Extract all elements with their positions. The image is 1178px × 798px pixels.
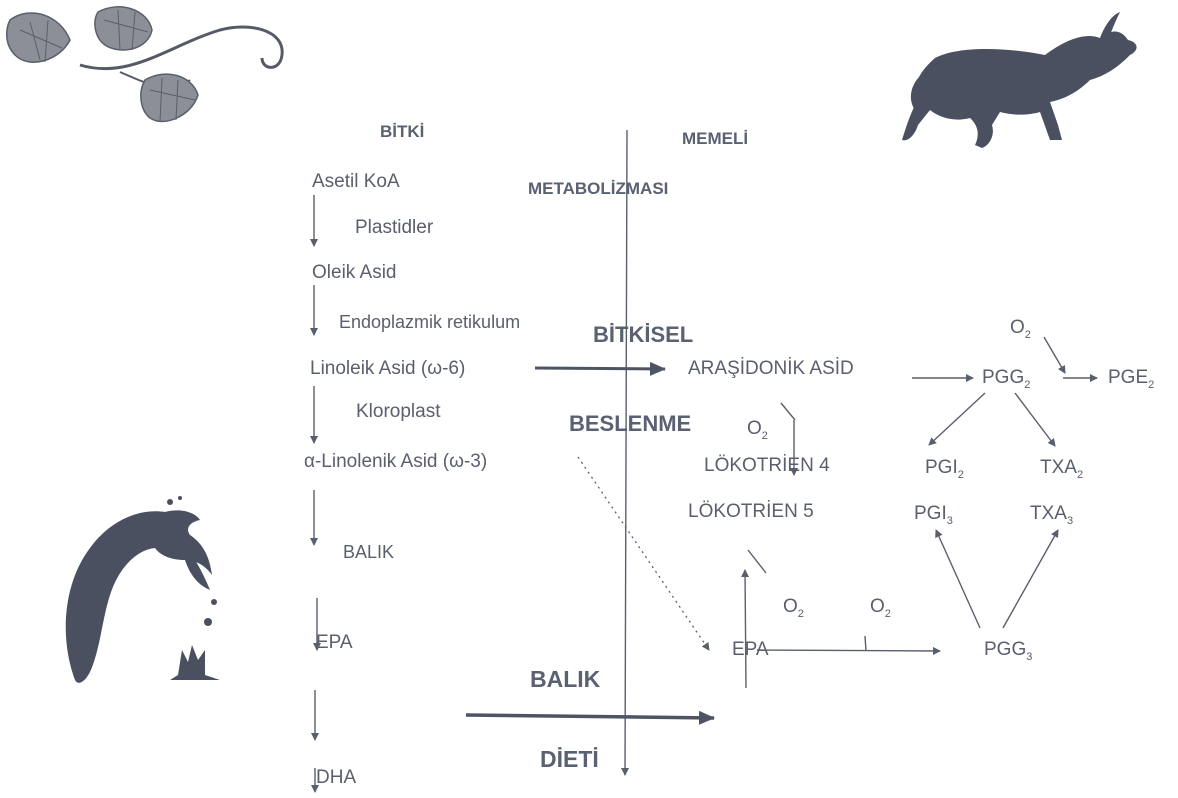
divider-arrow [625, 130, 627, 775]
plastids-label: Plastidler [355, 218, 433, 237]
pgi2-label: PGI2 [925, 458, 964, 477]
dha-label: DHA [316, 768, 356, 787]
txa3-label: TXA3 [1030, 504, 1073, 523]
linoleic-to-arachidonic-arrow [535, 368, 665, 369]
pge2-label: PGE2 [1108, 368, 1154, 387]
pgg2-label: PGG2 [982, 368, 1030, 387]
mammal-heading: MEMELİ [682, 130, 748, 147]
pgg3-label: PGG3 [984, 640, 1032, 659]
oleic-acid-label: Oleik Asid [312, 263, 396, 282]
epa-right-label: EPA [732, 640, 769, 659]
dotted-conversion-arrow [578, 457, 709, 650]
plant-heading: BİTKİ [380, 123, 424, 140]
plant-nutrition-heading: BİTKİSEL [593, 324, 693, 346]
dolphin-icon [66, 496, 220, 683]
o2-label: O2 [870, 597, 891, 616]
nutrition-heading: BESLENME [569, 413, 691, 435]
diet-heading: DİETİ [540, 748, 599, 771]
fish-diet-arrow [466, 715, 714, 718]
acetyl-coa-label: Asetil KoA [312, 172, 400, 191]
bull-icon [902, 12, 1137, 148]
o2-label: O2 [747, 419, 768, 438]
arachidonic-acid-label: ARAŞİDONİK ASİD [688, 359, 854, 378]
linoleic-acid-label: Linoleik Asid (ω-6) [310, 359, 465, 378]
chloroplast-label: Kloroplast [356, 402, 441, 421]
pgi3-label: PGI3 [914, 504, 953, 523]
leukotriene-4-label: LÖKOTRİEN 4 [704, 456, 830, 475]
o2-label: O2 [1010, 318, 1031, 337]
alpha-linolenic-label: α-Linolenik Asid (ω-3) [304, 452, 487, 471]
fish-label: BALIK [343, 543, 394, 561]
leukotriene-5-label: LÖKOTRİEN 5 [688, 502, 814, 521]
er-label: Endoplazmik retikulum [339, 313, 520, 331]
metabolism-heading: METABOLİZMASI [528, 180, 668, 197]
epa-left-label: EPA [316, 633, 353, 652]
plant-pathway-arrows [314, 195, 317, 792]
leaf-vine-icon [7, 7, 282, 122]
fish-diet-heading: BALIK [530, 668, 600, 691]
txa2-label: TXA2 [1040, 458, 1083, 477]
o2-label: O2 [783, 597, 804, 616]
